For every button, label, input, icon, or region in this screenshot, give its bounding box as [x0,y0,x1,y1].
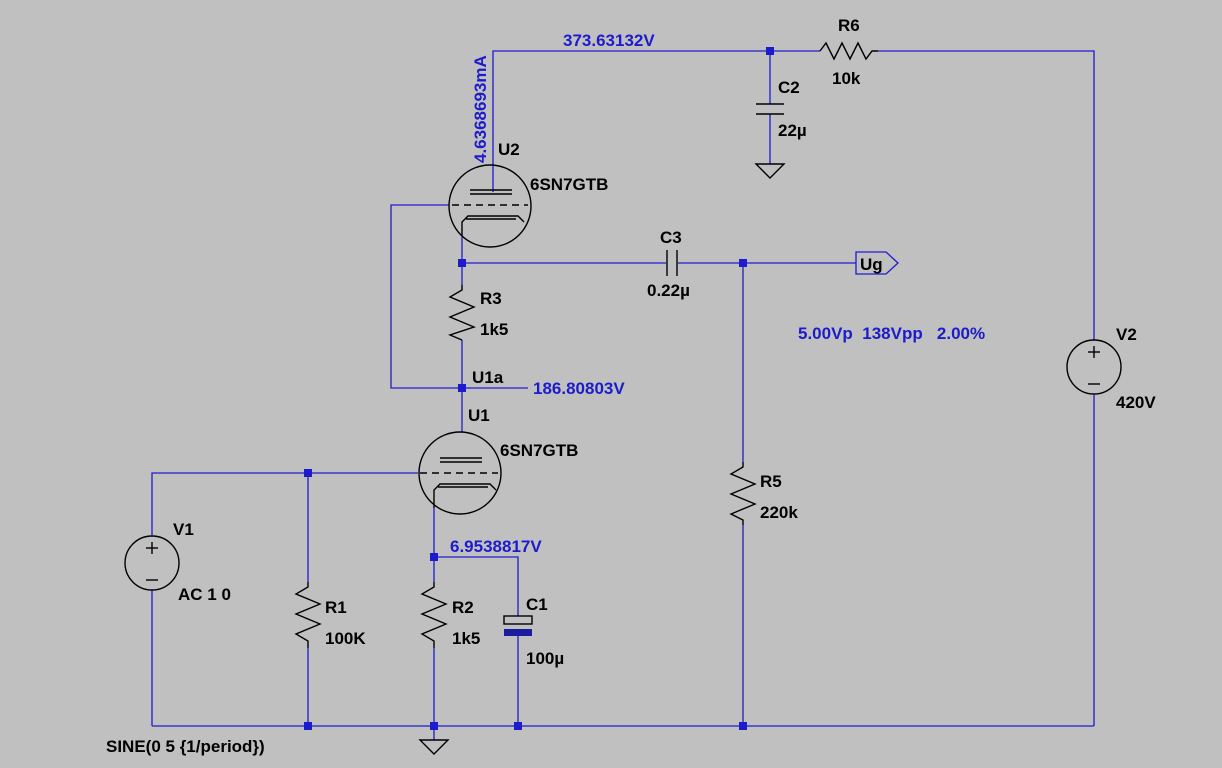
net-label-ug-text: Ug [860,255,883,274]
r6-value: 10k [832,69,861,88]
u2-value: 6SN7GTB [530,175,608,194]
resistor-r1[interactable] [294,582,322,648]
r1-value: 100K [325,629,366,648]
r5-name: R5 [760,472,782,491]
wire-r6-to-v2[interactable] [878,50,1095,340]
v1-value: AC 1 0 [178,585,231,604]
midpoint-voltage-annotation: 186.80803V [533,379,625,398]
c1-name: C1 [526,595,548,614]
node[interactable] [304,722,312,730]
node[interactable] [430,553,438,561]
junction-nodes [304,47,774,730]
node[interactable] [514,722,522,730]
c3-value: 0.22µ [647,281,690,300]
v2-value: 420V [1116,393,1156,412]
voltage-source-v2[interactable] [1066,339,1122,395]
ground-icon [418,739,450,755]
voltage-source-v1[interactable] [124,535,180,591]
net-label-ug[interactable]: Ug [855,251,899,275]
node[interactable] [766,47,774,55]
u1a-label: U1a [472,368,504,387]
r3-value: 1k5 [480,320,508,339]
anode-current-annotation: 4.6368693mA [471,55,490,163]
c1-value: 100µ [526,649,564,668]
capacitor-c3[interactable] [666,250,678,276]
r2-name: R2 [452,598,474,617]
resistor-r2[interactable] [420,582,448,648]
wire-u2-anode-to-supply[interactable] [492,50,820,192]
supply-voltage-annotation: 373.63132V [563,31,655,50]
node[interactable] [739,722,747,730]
measurement-annotation: 5.00Vp 138Vpp 2.00% [798,324,985,343]
capacitor-c1[interactable] [503,615,533,636]
r1-name: R1 [325,598,347,617]
v1-name: V1 [173,520,194,539]
r2-value: 1k5 [452,629,480,648]
node[interactable] [739,259,747,267]
r3-name: R3 [480,289,502,308]
c2-value: 22µ [778,121,807,140]
wire-c1[interactable] [434,556,519,616]
wire-u1-grid[interactable] [151,472,418,535]
c3-name: C3 [660,228,682,247]
node[interactable] [430,722,438,730]
triode-u1[interactable] [418,431,502,515]
node[interactable] [458,384,466,392]
wire-u2-grid-feedback[interactable] [390,204,462,389]
triode-u2[interactable] [448,164,532,248]
u1-value: 6SN7GTB [500,441,578,460]
r5-value: 220k [760,503,798,522]
resistor-r5[interactable] [729,462,757,525]
u2-name: U2 [498,140,520,159]
ground-icon [754,163,786,179]
cathode-voltage-annotation: 6.9538817V [450,537,542,556]
v2-name: V2 [1116,325,1137,344]
u1-name: U1 [468,406,490,425]
capacitor-c2[interactable] [756,103,784,115]
v1-source-spec: SINE(0 5 {1/period}) [106,737,265,756]
r6-name: R6 [838,16,860,35]
c2-name: C2 [778,78,800,97]
node[interactable] [458,259,466,267]
node[interactable] [304,469,312,477]
resistor-r3[interactable] [448,285,476,341]
resistor-r6[interactable] [819,41,878,61]
